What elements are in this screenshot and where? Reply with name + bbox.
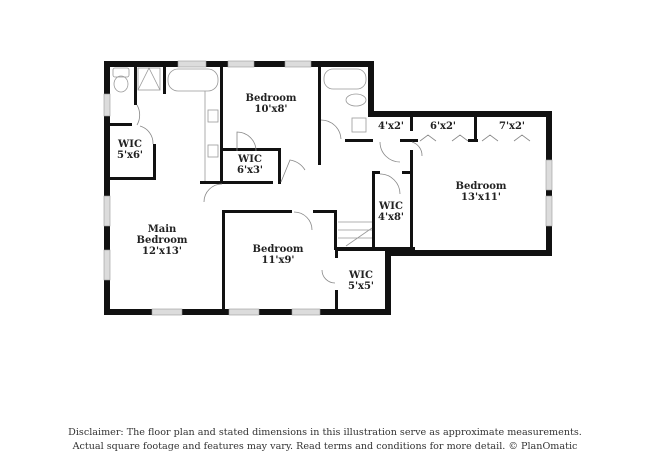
disclaimer-line-1: Disclaimer: The floor plan and stated di… xyxy=(68,427,582,438)
room-label-bedroom-10x8: Bedroom 10'x8' xyxy=(246,93,297,115)
room-size: 11'x9' xyxy=(261,255,295,266)
room-size: 4'x8' xyxy=(377,212,405,223)
room-size: 10'x8' xyxy=(254,104,288,115)
room-label-main-bedroom: Main Bedroom 12'x13' xyxy=(137,224,188,257)
room-name: WIC xyxy=(118,139,142,150)
room-name: Bedroom xyxy=(245,93,297,104)
room-label-bedroom-11x9: Bedroom 11'x9' xyxy=(253,244,304,266)
room-label-closet-7x2: 7'x2' xyxy=(499,121,525,132)
room-label-closet-4x2: 4'x2' xyxy=(378,121,404,132)
room-label-wic-4x8: WIC 4'x8' xyxy=(378,201,404,223)
disclaimer-line-2: Actual square footage and features may v… xyxy=(72,441,578,452)
room-size: 7'x2' xyxy=(498,121,526,132)
room-name-line2: Bedroom xyxy=(136,235,188,246)
room-size: 12'x13' xyxy=(142,246,182,257)
room-label-wic-5x5: WIC 5'x5' xyxy=(348,270,374,292)
room-size: 5'x6' xyxy=(116,150,144,161)
room-label-wic-6x3: WIC 6'x3' xyxy=(237,154,263,176)
room-size: 6'x2' xyxy=(429,121,457,132)
room-name-line1: Main xyxy=(147,224,177,235)
room-size: 4'x2' xyxy=(377,121,405,132)
fixtures xyxy=(112,67,373,247)
room-size: 13'x11' xyxy=(461,192,501,203)
room-size: 5'x5' xyxy=(347,281,375,292)
room-label-closet-6x2: 6'x2' xyxy=(430,121,456,132)
room-label-bedroom-13x11: Bedroom 13'x11' xyxy=(456,181,507,203)
room-name: WIC xyxy=(349,270,373,281)
door-swings xyxy=(136,104,531,284)
room-label-wic-5x6: WIC 5'x6' xyxy=(117,139,143,161)
room-size: 6'x3' xyxy=(236,165,264,176)
windows xyxy=(103,60,553,316)
room-name: WIC xyxy=(238,154,262,165)
room-name: WIC xyxy=(379,201,403,212)
room-name: Bedroom xyxy=(455,181,507,192)
room-name: Bedroom xyxy=(252,244,304,255)
